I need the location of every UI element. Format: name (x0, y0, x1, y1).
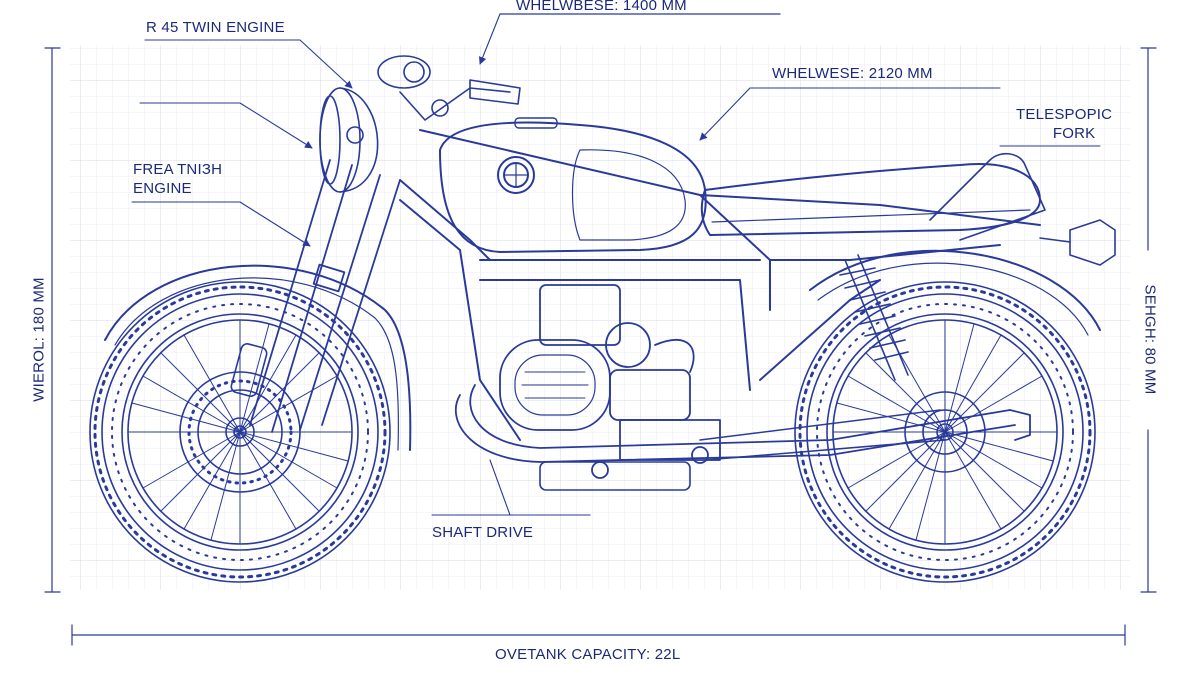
rear-wheel (794, 281, 1096, 583)
engine-top-label: R 45 TWIN ENGINE (146, 19, 285, 36)
grab-rail (929, 152, 1046, 241)
exhaust (455, 384, 1031, 463)
right-dimension-label: SEHGH: 80 MM (1141, 284, 1159, 395)
wheelbase-label: WHELWESE: 2120 MM (772, 65, 933, 82)
tail-light (1039, 219, 1116, 266)
dimension-lines (44, 13, 1157, 646)
handlebar (346, 55, 521, 144)
seat (700, 163, 1041, 236)
blueprint-grid (70, 45, 1130, 590)
left-dimension-label: WIEROL: 180 MM (30, 277, 48, 402)
rear-fender (809, 249, 1101, 331)
shaft-drive-label: SHAFT DRIVE (432, 524, 534, 541)
leader-lines (131, 13, 1101, 516)
engine-left-label: FREA TNIЗH ENGINE (133, 161, 223, 197)
rear-shock (839, 254, 909, 381)
boxer-engine (499, 284, 721, 479)
front-forks (249, 159, 401, 433)
bottom-dimension-label: OVETANK CAPACITY: 22L (495, 646, 681, 663)
telescopic-fork-label: TELESPOPIC FORK (1016, 106, 1113, 142)
shaft-drive-housing (539, 409, 946, 491)
brake-caliper (230, 343, 268, 397)
front-fender (104, 264, 412, 451)
front-wheel (89, 281, 391, 583)
headlight (319, 87, 379, 193)
top-dimension-label: WHELWBESE: 1400 MM (516, 0, 687, 14)
